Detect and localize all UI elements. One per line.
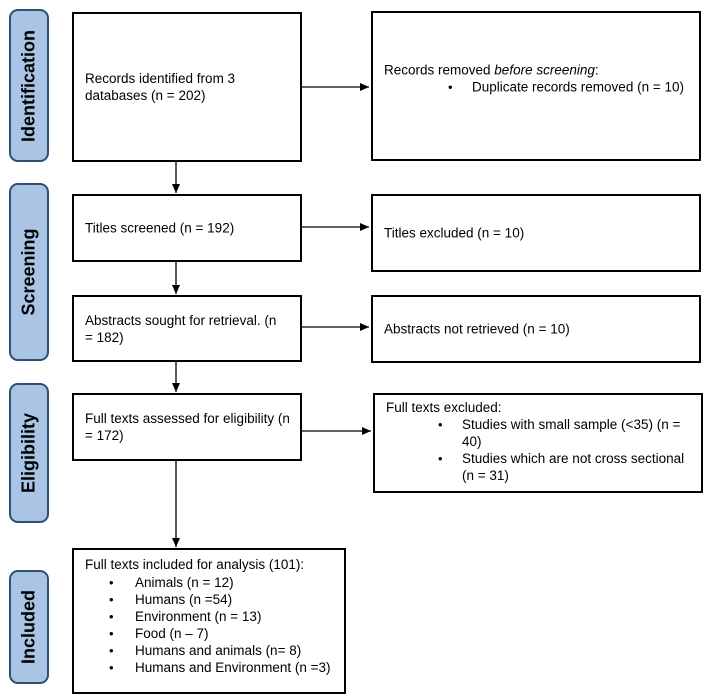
full-texts-assessed-text: Full texts assessed for eligibility (n =…: [85, 411, 290, 443]
full-texts-included-box: Full texts included for analysis (101): …: [72, 548, 346, 694]
abstracts-not-retrieved-box: Abstracts not retrieved (n = 10): [371, 295, 701, 363]
full-texts-assessed-box: Full texts assessed for eligibility (n =…: [72, 393, 302, 461]
list-item: •Duplicate records removed (n = 10): [448, 79, 684, 95]
phase-included: Included: [9, 570, 49, 684]
list-item: •Humans (n =54): [109, 592, 233, 607]
records-removed-box: Records removed before screening: •Dupli…: [371, 11, 701, 161]
full-texts-included-title: Full texts included for analysis (101):: [85, 557, 305, 572]
full-texts-included-list: •Animals (n = 12) •Humans (n =54) •Envir…: [109, 574, 332, 676]
abstracts-sought-text: Abstracts sought for retrieval. (n = 182…: [85, 312, 277, 345]
phase-eligibility-label: Eligibility: [18, 412, 39, 494]
full-texts-excluded-content: Full texts excluded: •Studies with small…: [386, 399, 693, 484]
full-texts-included-content: Full texts included for analysis (101): …: [85, 556, 332, 676]
phase-included-label: Included: [18, 589, 39, 665]
titles-screened-box: Titles screened (n = 192): [72, 194, 302, 262]
list-item: •Studies with small sample (<35) (n = 40…: [438, 417, 681, 449]
list-item: •Food (n – 7): [109, 626, 209, 641]
titles-excluded-box: Titles excluded (n = 10): [371, 194, 701, 272]
phase-screening: Screening: [9, 183, 49, 361]
titles-screened-text: Titles screened (n = 192): [85, 220, 235, 236]
list-item: •Animals (n = 12): [109, 575, 234, 590]
titles-excluded-text: Titles excluded (n = 10): [384, 225, 525, 241]
list-item: •Studies which are not cross sectional (…: [438, 451, 685, 483]
list-item: •Humans and animals (n= 8): [109, 643, 302, 658]
phase-identification-label: Identification: [18, 29, 39, 142]
phase-identification: Identification: [9, 9, 49, 162]
records-identified-text: Records identified from 3 databases (n =…: [85, 71, 236, 103]
records-identified-box: Records identified from 3 databases (n =…: [72, 12, 302, 162]
phase-screening-label: Screening: [18, 228, 39, 316]
list-item: •Humans and Environment (n =3): [109, 660, 331, 675]
phase-eligibility: Eligibility: [9, 383, 49, 523]
list-item: •Environment (n = 13): [109, 609, 262, 624]
abstracts-not-retrieved-text: Abstracts not retrieved (n = 10): [384, 321, 570, 337]
abstracts-sought-box: Abstracts sought for retrieval. (n = 182…: [72, 295, 302, 362]
full-texts-excluded-title: Full texts excluded:: [386, 400, 502, 415]
full-texts-excluded-list: •Studies with small sample (<35) (n = 40…: [438, 416, 693, 484]
records-removed-content: Records removed before screening: •Dupli…: [384, 62, 691, 96]
records-removed-title: Records removed before screening:: [384, 62, 599, 78]
full-texts-excluded-box: Full texts excluded: •Studies with small…: [373, 393, 703, 493]
records-removed-list: •Duplicate records removed (n = 10): [448, 79, 691, 96]
